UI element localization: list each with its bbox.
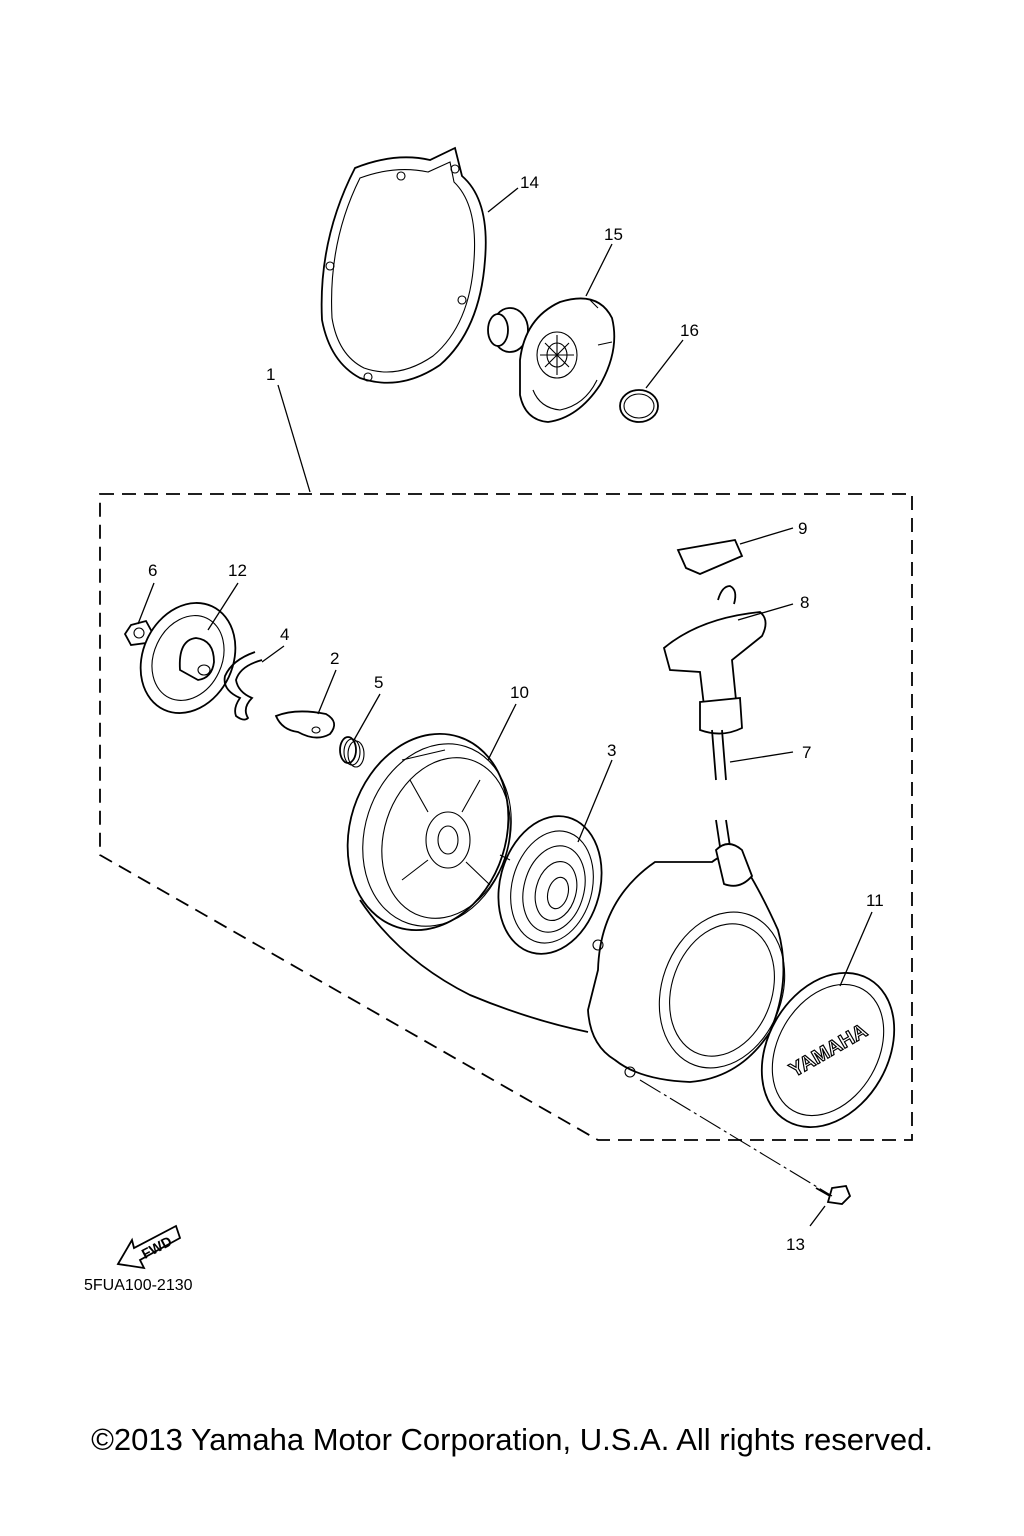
part-o-ring (619, 389, 659, 423)
bolt-leader (639, 1079, 833, 1197)
callout-6: 6 (148, 561, 157, 580)
part-starter-handle (662, 585, 767, 735)
part-rope (711, 729, 733, 861)
part-pawl-spring (339, 736, 365, 768)
callout-2: 2 (330, 649, 339, 668)
part-rope-path (359, 899, 589, 1033)
callout-5: 5 (374, 673, 383, 692)
callout-3: 3 (607, 741, 616, 760)
part-gasket (320, 146, 487, 384)
part-drive-pulley (487, 297, 616, 423)
callout-4: 4 (280, 625, 289, 644)
part-plate (139, 602, 237, 714)
part-reel (346, 732, 512, 932)
callout-8: 8 (800, 593, 809, 612)
callout-15: 15 (604, 225, 623, 244)
diagram-code: 5FUA100-2130 (84, 1277, 193, 1294)
callout-12: 12 (228, 561, 247, 580)
assembly-boundary (99, 493, 913, 1141)
callout-7: 7 (802, 743, 811, 762)
part-handle-cap (676, 538, 744, 575)
callout-14: 14 (520, 173, 539, 192)
leader-lines (137, 187, 873, 1227)
callout-9: 9 (798, 519, 807, 538)
copyright-notice: ©2013 Yamaha Motor Corporation, U.S.A. A… (91, 1422, 933, 1457)
part-starter-case (587, 843, 786, 1083)
callout-13: 13 (786, 1235, 805, 1254)
part-clip-spring (223, 651, 263, 721)
part-cover-plate: YAMAHA (760, 972, 896, 1128)
part-spiral-spring (497, 815, 603, 955)
callout-1: 1 (266, 365, 275, 384)
part-pawl (274, 710, 336, 739)
callout-16: 16 (680, 321, 699, 340)
callout-11: 11 (866, 891, 884, 910)
fwd-arrow-icon: FWD (116, 1224, 182, 1270)
callout-10: 10 (510, 683, 529, 702)
part-bolt (815, 1185, 852, 1205)
